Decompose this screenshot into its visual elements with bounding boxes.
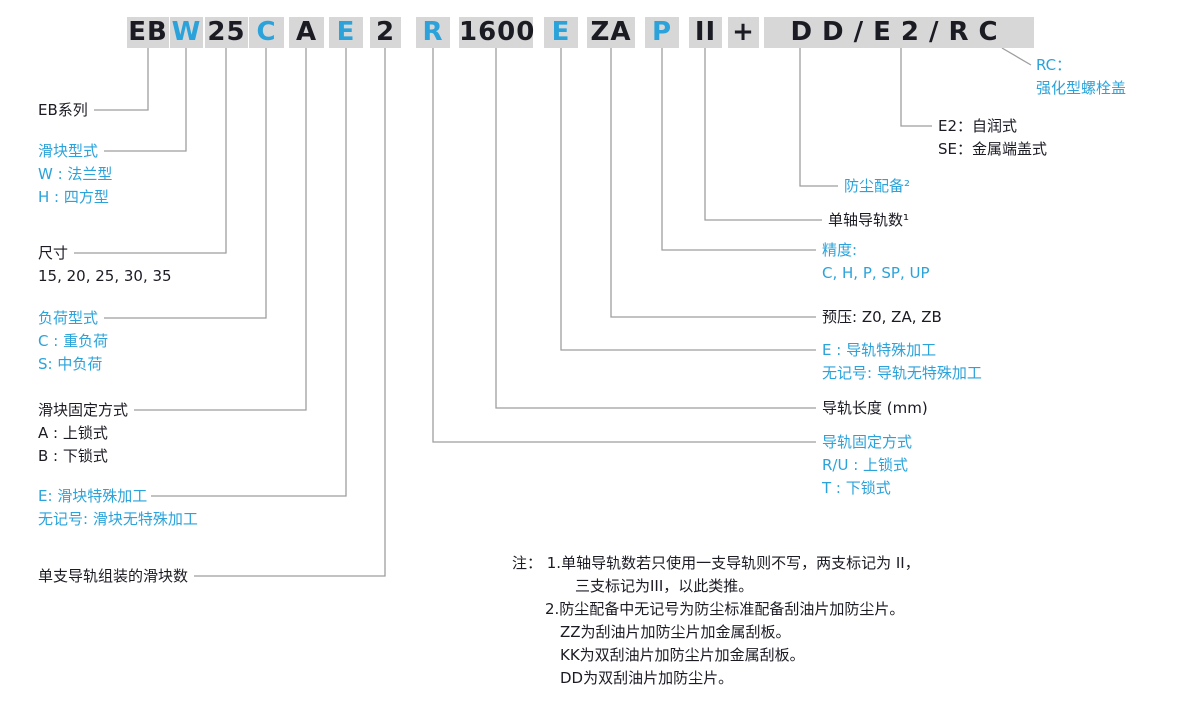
label-line: W : 法兰型 [38, 165, 113, 183]
label-line: E : 导轨特殊加工 [822, 341, 937, 359]
code-segment-2: 2 [370, 17, 401, 48]
label-line: R/U : 上锁式 [822, 456, 909, 474]
code-segment-eb: EB [127, 17, 169, 48]
connector-line [1001, 47, 1032, 66]
connector-line [151, 48, 347, 497]
label-line: 无记号: 滑块无特殊加工 [38, 510, 198, 528]
label-dust-protection: 防尘配备² [844, 175, 910, 198]
footnotes: 注： 1.单轴导轨数若只使用一支导轨则不写，两支标记为 II， 三支标记为III… [512, 552, 920, 690]
connector-line [74, 48, 227, 254]
label-line: C : 重负荷 [38, 332, 109, 350]
label-line: 滑块固定方式 [38, 401, 129, 419]
connector-line [799, 48, 838, 187]
connector-line [900, 48, 932, 127]
code-segment-a: A [289, 17, 324, 48]
code-segment-c: C [249, 17, 284, 48]
label-rail-length: 导轨长度 (mm) [822, 397, 928, 420]
label-line: E: 滑块特殊加工 [38, 487, 148, 505]
label-line: 精度: [822, 241, 858, 259]
connector-line [560, 48, 816, 351]
label-line: 单支导轨组装的滑块数 [38, 567, 189, 585]
connector-line [194, 48, 386, 577]
connector-line [495, 48, 816, 409]
label-block-type: 滑块型式 W : 法兰型 H : 四方型 [38, 140, 112, 209]
connector-line [661, 48, 816, 251]
label-precision: 精度: C, H, P, SP, UP [822, 239, 930, 285]
code-segment-e-block: E [329, 17, 363, 48]
footnote-line: ZZ为刮油片加防尘片加金属刮板。 [560, 623, 791, 641]
label-line: EB系列 [38, 101, 88, 119]
label-e2-se-options: E2：自润式 SE：金属端盖式 [938, 115, 1047, 161]
label-line: 负荷型式 [38, 309, 99, 327]
code-segment-w: W [170, 17, 203, 48]
label-line: C, H, P, SP, UP [822, 264, 930, 282]
label-line: RC： [1036, 56, 1072, 74]
connector-line [610, 48, 816, 318]
label-block-mounting: 滑块固定方式 A : 上锁式 B : 下锁式 [38, 399, 128, 468]
label-line: 预压: Z0, ZA, ZB [822, 308, 942, 326]
connector-line [134, 48, 307, 411]
connector-line [104, 48, 187, 152]
footnote-line: KK为双刮油片加防尘片加金属刮板。 [560, 646, 805, 664]
label-rc-bolt-cover: RC： 强化型螺栓盖 [1036, 54, 1126, 100]
label-line: 单轴导轨数¹ [828, 211, 910, 229]
label-line: B : 下锁式 [38, 447, 108, 465]
label-line: 尺寸 [38, 244, 69, 262]
code-segment-r: R [416, 17, 450, 48]
label-line: H : 四方型 [38, 188, 109, 206]
label-blocks-per-rail: 单支导轨组装的滑块数 [38, 565, 188, 588]
code-segment-ii: II [689, 17, 722, 48]
label-rail-special-machining: E : 导轨特殊加工 无记号: 导轨无特殊加工 [822, 339, 982, 385]
label-line: 防尘配备² [844, 177, 911, 195]
footnote-line: 2.防尘配备中无记号为防尘标准配备刮油片加防尘片。 [545, 600, 905, 618]
label-block-special-machining: E: 滑块特殊加工 无记号: 滑块无特殊加工 [38, 485, 198, 531]
code-segment-1600: 1600 [459, 17, 536, 48]
label-line: 导轨固定方式 [822, 433, 913, 451]
label-line: 强化型螺栓盖 [1036, 79, 1127, 97]
footnote-line: DD为双刮油片加防尘片。 [560, 669, 734, 687]
code-segment-25: 25 [205, 17, 248, 48]
connector-line [704, 48, 822, 221]
label-eb-series: EB系列 [38, 99, 88, 122]
label-preload: 预压: Z0, ZA, ZB [822, 306, 942, 329]
label-line: 导轨长度 (mm) [822, 399, 928, 417]
code-segment-options: DD/E2/RC [764, 17, 1034, 48]
connector-line [104, 48, 267, 319]
code-segment-p: P [645, 17, 679, 48]
label-size: 尺寸 15, 20, 25, 30, 35 [38, 242, 172, 288]
label-line: 无记号: 导轨无特殊加工 [822, 364, 982, 382]
code-segment-plus: + [728, 17, 759, 48]
connector-line [94, 48, 149, 111]
label-line: SE：金属端盖式 [938, 140, 1047, 158]
label-line: 15, 20, 25, 30, 35 [38, 267, 172, 285]
code-segment-za: ZA [587, 17, 635, 48]
label-line: E2：自润式 [938, 117, 1018, 135]
code-segment-e-rail: E [544, 17, 578, 48]
label-load-type: 负荷型式 C : 重负荷 S: 中负荷 [38, 307, 108, 376]
connector-line [432, 48, 816, 443]
label-rails-per-axis: 单轴导轨数¹ [828, 209, 909, 232]
label-line: A : 上锁式 [38, 424, 108, 442]
label-rail-mounting: 导轨固定方式 R/U : 上锁式 T : 下锁式 [822, 431, 912, 500]
label-line: T : 下锁式 [822, 479, 891, 497]
footnote-line: 三支标记为III，以此类推。 [575, 577, 754, 595]
label-line: S: 中负荷 [38, 355, 103, 373]
footnote-line: 注： 1.单轴导轨数若只使用一支导轨则不写，两支标记为 II， [512, 554, 920, 572]
label-line: 滑块型式 [38, 142, 99, 160]
